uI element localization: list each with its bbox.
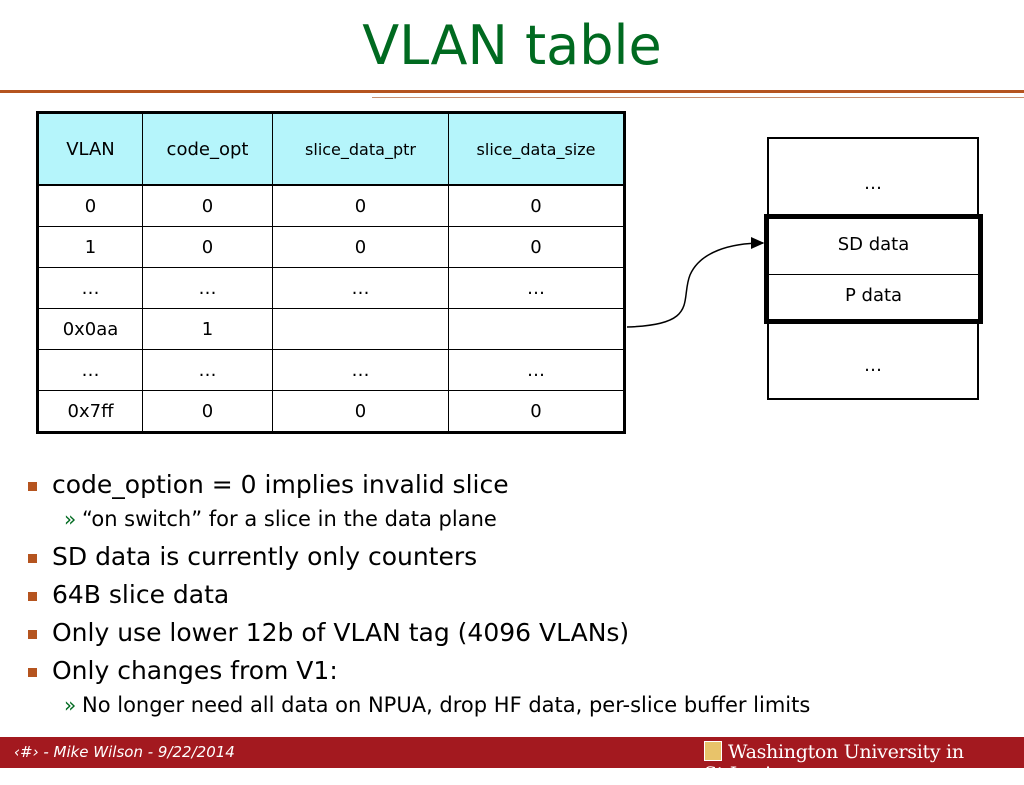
bullet-item: Only changes from V1: [26, 652, 1006, 690]
table-row: 0x7ff 0 0 0 [37, 390, 625, 433]
bullet-item: SD data is currently only counters [26, 538, 1006, 576]
bullet-square-icon [28, 668, 37, 677]
table-cell: 0 [142, 390, 273, 433]
bullet-text: code_option = 0 implies invalid slice [52, 470, 509, 499]
table-cell: … [448, 267, 625, 309]
footer-text: ‹#› - Mike Wilson - 9/22/2014 [14, 743, 235, 761]
footer-bar: ‹#› - Mike Wilson - 9/22/2014 Washington… [0, 737, 1024, 785]
university-name: Washington University in St.Louis [704, 741, 964, 785]
table-cell: 0 [272, 226, 449, 268]
table-cell: 1 [142, 308, 273, 350]
bullet-item: Only use lower 12b of VLAN tag (4096 VLA… [26, 614, 1006, 652]
bullet-square-icon [28, 630, 37, 639]
bullet-square-icon [28, 554, 37, 563]
table-header-row: VLAN code_opt slice_data_ptr slice_data_… [37, 112, 625, 186]
table-row: … … … … [37, 267, 625, 309]
bullet-item: code_option = 0 implies invalid slice [26, 466, 1006, 504]
memory-divider [769, 274, 978, 275]
memory-highlight-box: SD data P data [764, 214, 983, 324]
table-row: … … … … [37, 349, 625, 391]
header-vlan: VLAN [37, 112, 143, 186]
header-code-opt: code_opt [142, 112, 273, 186]
bullet-list: code_option = 0 implies invalid slice » … [26, 466, 1006, 724]
header-slice-data-size: slice_data_size [448, 112, 625, 186]
pointer-arrow [626, 237, 765, 328]
sub-bullet-text: No longer need all data on NPUA, drop HF… [82, 693, 811, 717]
sub-bullet-item: » “on switch” for a slice in the data pl… [26, 504, 1006, 538]
sub-bullet-marker: » [64, 507, 77, 531]
bullet-text: Only changes from V1: [52, 656, 338, 685]
university-logo: Washington University in St.Louis [704, 741, 1024, 785]
title-rule [0, 90, 1024, 93]
bullet-text: SD data is currently only counters [52, 542, 478, 571]
vlan-table: VLAN code_opt slice_data_ptr slice_data_… [36, 111, 626, 434]
sub-bullet-item: » No longer need all data on NPUA, drop … [26, 690, 1006, 724]
bullet-item: 64B slice data [26, 576, 1006, 614]
crest-icon [704, 741, 722, 761]
bullet-square-icon [28, 482, 37, 491]
bullet-text: Only use lower 12b of VLAN tag (4096 VLA… [52, 618, 630, 647]
slide-title: VLAN table [362, 14, 662, 77]
table-row: 0 0 0 0 [37, 184, 625, 227]
table-cell: 0 [448, 184, 625, 227]
table-cell: 0 [142, 226, 273, 268]
memory-sd-data: SD data [837, 234, 910, 255]
table-cell: 0x7ff [37, 390, 143, 433]
table-cell: 0 [142, 184, 273, 227]
table-cell [272, 308, 449, 350]
table-cell: 0 [272, 184, 449, 227]
bullet-text: 64B slice data [52, 580, 230, 609]
memory-ellipsis-top: … [864, 173, 882, 194]
header-slice-data-ptr: slice_data_ptr [272, 112, 449, 186]
title-rule-thin [372, 97, 1024, 98]
table-cell [448, 308, 625, 350]
table-cell: … [272, 267, 449, 309]
memory-ellipsis-bottom: … [864, 355, 882, 376]
table-cell: … [37, 267, 143, 309]
table-cell: 0 [448, 390, 625, 433]
table-cell: 0 [37, 184, 143, 227]
memory-p-data: P data [844, 285, 903, 306]
table-cell: 0 [272, 390, 449, 433]
table-cell: … [142, 267, 273, 309]
sub-bullet-text: “on switch” for a slice in the data plan… [82, 507, 497, 531]
table-cell: … [142, 349, 273, 391]
bullet-square-icon [28, 592, 37, 601]
sub-bullet-marker: » [64, 693, 77, 717]
